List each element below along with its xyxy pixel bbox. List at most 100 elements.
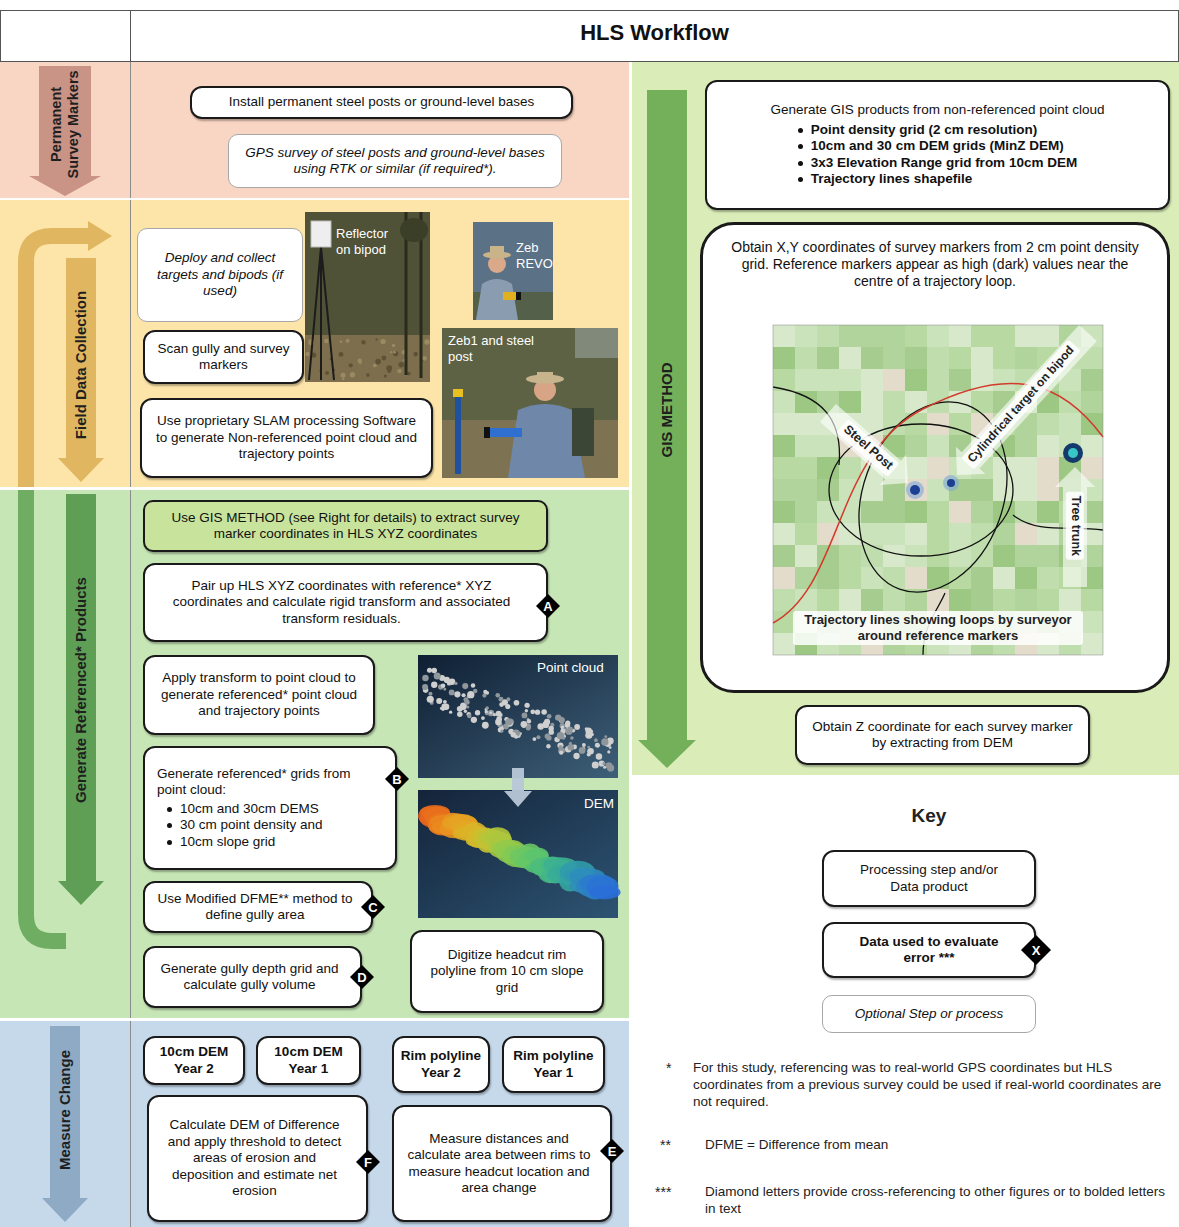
drawn-rect bbox=[1015, 347, 1037, 369]
drawn-circle bbox=[607, 764, 614, 771]
drawn-rect bbox=[905, 347, 927, 369]
highlight-box: Use GIS METHOD (see Right for details) t… bbox=[143, 500, 548, 552]
error-diamond: B bbox=[385, 767, 409, 791]
drawn-ellipse bbox=[583, 878, 607, 900]
bullet-item: 10cm and 30cm DEMS bbox=[167, 801, 323, 817]
image-callout: Trajectory lines showing loops by survey… bbox=[793, 611, 1083, 646]
drawn-rect bbox=[905, 369, 927, 391]
drawn-circle bbox=[422, 675, 428, 681]
drawn-ellipse bbox=[428, 813, 453, 834]
box-content: GPS survey of steel posts and ground-lev… bbox=[241, 145, 549, 178]
footnote-text: DFME = Difference from mean bbox=[705, 1137, 1125, 1154]
drawn-circle bbox=[567, 726, 573, 732]
drawn-circle bbox=[432, 683, 437, 688]
drawn-rect bbox=[927, 369, 949, 391]
drawn-rect bbox=[795, 457, 817, 479]
drawn-circle bbox=[910, 485, 920, 495]
drawn-circle bbox=[457, 706, 463, 712]
drawn-rect bbox=[1081, 633, 1103, 655]
drawn-path bbox=[1055, 467, 1095, 587]
drawn-rect bbox=[795, 369, 817, 391]
drawn-rect bbox=[861, 347, 883, 369]
drawn-circle bbox=[549, 729, 554, 734]
method-box: Obtain X,Y coordinates of survey markers… bbox=[700, 222, 1170, 693]
box-content: Use Modified DFME** method to define gul… bbox=[157, 891, 353, 924]
image-label: Point cloud bbox=[537, 660, 617, 677]
bullet-dot bbox=[798, 128, 803, 133]
bullet-dot bbox=[167, 823, 172, 828]
drawn-circle bbox=[508, 729, 514, 735]
photo-label: Zeb REVO bbox=[516, 240, 553, 273]
drawn-rect bbox=[773, 545, 795, 567]
drawn-circle bbox=[332, 369, 335, 372]
drawn-ellipse bbox=[430, 815, 466, 828]
drawn-ellipse bbox=[570, 868, 605, 885]
drawn-ellipse bbox=[510, 847, 545, 864]
band-label: GIS METHOD bbox=[658, 310, 676, 510]
drawn-circle bbox=[606, 762, 613, 769]
node-text: Point density grid (2 cm resolution) bbox=[811, 122, 1038, 138]
drawn-circle bbox=[607, 738, 614, 745]
box-content: Rim polyline Year 2 bbox=[400, 1048, 482, 1081]
drawn-circle bbox=[594, 738, 598, 742]
drawn-rect bbox=[993, 369, 1015, 391]
drawn-rect bbox=[839, 523, 861, 545]
drawn-rect bbox=[927, 325, 949, 347]
drawn-circle bbox=[595, 743, 600, 748]
error-diamond: F bbox=[356, 1150, 380, 1174]
drawn-circle bbox=[601, 738, 608, 745]
drawn-circle bbox=[557, 732, 564, 739]
drawn-circle bbox=[311, 352, 316, 357]
process-box: Generate gully depth grid and calculate … bbox=[143, 946, 362, 1008]
drawn-circle bbox=[381, 355, 386, 360]
footnote-mark: ** bbox=[660, 1137, 694, 1155]
drawn-path bbox=[58, 494, 104, 905]
drawn-rect bbox=[773, 501, 795, 523]
drawn-circle bbox=[562, 737, 565, 740]
drawn-rect bbox=[305, 335, 430, 382]
drawn-circle bbox=[535, 710, 540, 715]
swimlane-band: Generate Referenced* ProductsUse GIS MET… bbox=[0, 490, 629, 1018]
drawn-ellipse bbox=[542, 866, 568, 883]
drawn-circle bbox=[505, 718, 512, 725]
drawn-ellipse bbox=[480, 833, 511, 845]
node-text: Obtain X,Y coordinates of survey markers… bbox=[723, 239, 1147, 290]
drawn-circle bbox=[560, 748, 565, 753]
drawn-ellipse bbox=[474, 827, 496, 847]
drawn-circle bbox=[555, 714, 561, 720]
drawn-rect bbox=[971, 325, 993, 347]
drawn-rect bbox=[773, 633, 795, 655]
drawn-rect bbox=[993, 611, 1015, 633]
drawn-circle bbox=[561, 734, 566, 739]
drawn-rect bbox=[418, 655, 618, 778]
drawn-rect bbox=[1037, 589, 1059, 611]
drawn-circle bbox=[305, 352, 310, 357]
drawn-circle bbox=[507, 721, 513, 727]
drawn-circle bbox=[471, 717, 477, 723]
drawn-ellipse bbox=[522, 849, 548, 861]
drawn-circle bbox=[525, 709, 528, 712]
swimlane-band: Field Data CollectionDeploy and collect … bbox=[0, 200, 629, 487]
drawn-circle bbox=[423, 687, 429, 693]
drawn-circle bbox=[609, 746, 612, 749]
drawn-rect bbox=[1015, 567, 1037, 589]
drawn-rect bbox=[773, 413, 795, 435]
drawn-circle bbox=[585, 728, 592, 735]
box-content: Generate gully depth grid and calculate … bbox=[157, 961, 342, 994]
drawn-circle bbox=[503, 724, 509, 730]
label-holder: DFME = Difference from mean bbox=[705, 1137, 1125, 1154]
drawn-rect bbox=[773, 457, 795, 479]
drawn-circle bbox=[559, 717, 564, 722]
drawn-path bbox=[476, 279, 518, 320]
drawn-circle bbox=[505, 704, 510, 709]
drawn-circle bbox=[361, 340, 365, 344]
drawn-circle bbox=[499, 725, 504, 730]
drawn-circle bbox=[573, 753, 579, 759]
drawn-g bbox=[773, 325, 1103, 655]
drawn-rect bbox=[839, 545, 861, 567]
drawn-ellipse bbox=[589, 885, 620, 899]
drawn-path bbox=[638, 90, 696, 768]
process-box: Apply transform to point cloud to genera… bbox=[143, 655, 375, 735]
box-content: Use GIS METHOD (see Right for details) t… bbox=[157, 510, 534, 543]
drawn-rect bbox=[883, 611, 905, 633]
